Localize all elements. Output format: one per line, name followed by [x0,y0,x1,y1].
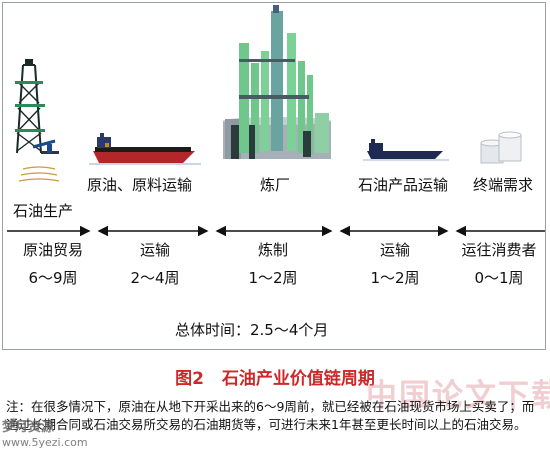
phase-name-to-consumers: 运往消费者 [461,241,537,259]
phase-name-refining: 炼制 [257,241,288,259]
watermark-site-name: 梦月资源 [2,420,55,435]
phase-duration-crude-trade: 6～9周 [28,269,78,287]
illustrations [15,5,522,182]
pump-jack-icon [18,139,60,182]
figure-note: 注：在很多情况下，原油在从地下开采出来的6～9周前，就已经被在石油现货市场上买卖… [6,399,535,432]
phase-name-crude-trade: 原油贸易 [22,241,83,259]
phase-duration-transport-1: 2～4周 [130,269,180,287]
timeline-arrows [7,225,545,237]
diagram-frame: 石油生产 原油、原料运输 炼厂 石油产品运输 终端需求 原油贸易 运输 炼制 运… [2,2,546,350]
crude-tanker-icon [89,133,201,165]
watermark-site: 梦月资源 www.5yezi.com [2,420,88,450]
stage-label-crude-transport: 原油、原料运输 [87,176,193,194]
phase-name-transport-1: 运输 [139,241,170,259]
stage-label-product-transport: 石油产品运输 [358,176,449,194]
figure-title: 石油产业价值链周期 [221,369,375,389]
refinery-icon [223,5,331,159]
oil-derrick-icon [15,59,45,154]
stage-label-refinery: 炼厂 [260,176,291,194]
figure-caption: 图2 石油产业价值链周期 [0,364,550,389]
product-tanker-icon [363,139,449,161]
watermark-main: 中国论文下载 [366,378,550,414]
stage-label-production: 石油生产 [13,202,74,220]
phase-duration-to-consumers: 0～1周 [474,269,524,287]
stage-label-end-demand: 终端需求 [473,176,534,194]
total-time: 总体时间：2.5～4个月 [175,321,329,339]
phase-name-transport-2: 运输 [379,241,410,259]
figure-number: 图2 [175,369,204,389]
storage-tanks-icon [480,131,522,164]
phase-duration-refining: 1～2周 [248,269,298,287]
phase-duration-transport-2: 1～2周 [370,269,420,287]
watermark-url: www.5yezi.com [2,436,88,449]
